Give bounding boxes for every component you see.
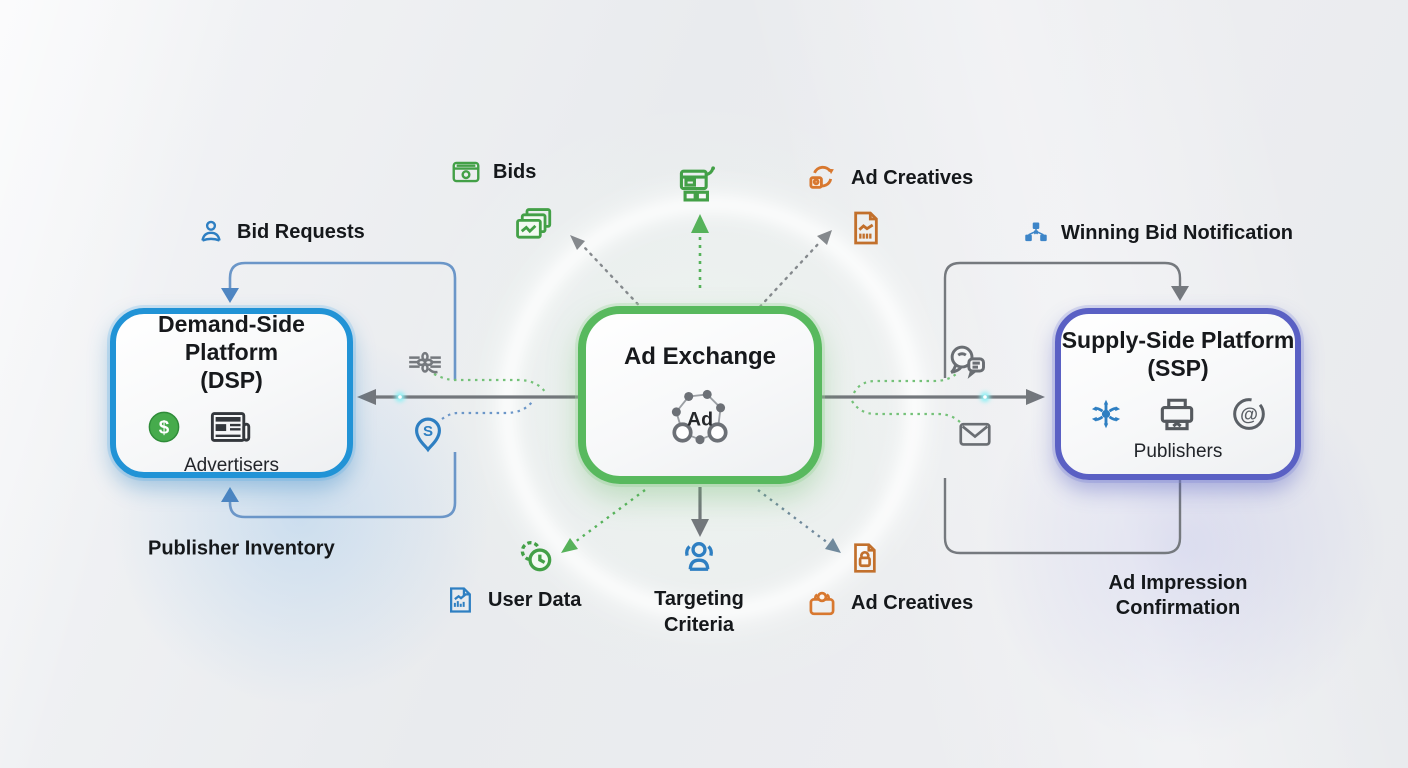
ad-creatives-top-label: Ad Creatives xyxy=(804,160,973,196)
glint-left-core xyxy=(398,395,402,399)
price-pin-icon: S xyxy=(409,415,447,453)
ssp-icon-row: @ xyxy=(1087,392,1269,436)
bid-requests-label: Bid Requests xyxy=(196,217,365,247)
envelope-icon xyxy=(956,415,994,453)
stacked-ads-icon xyxy=(513,205,555,247)
creative-document-icon xyxy=(846,539,884,577)
arrowhead-into-dsp-top xyxy=(221,288,239,303)
document-stats-icon xyxy=(445,584,477,616)
dsp-icon-row: $ xyxy=(147,404,253,450)
at-symbol-icon: @ xyxy=(1229,394,1269,434)
ad-impression-line1: Ad Impression xyxy=(1108,572,1248,594)
winning-bid-label: Winning Bid Notification xyxy=(1022,219,1293,247)
ad-window-icon xyxy=(675,162,719,206)
dsp-entity-label: Advertisers xyxy=(183,454,280,476)
arrowhead-into-dsp-right xyxy=(357,389,376,405)
arrowhead-upleft xyxy=(570,235,585,250)
svg-text:$: $ xyxy=(158,417,169,438)
chat-bubbles-icon xyxy=(945,340,989,384)
exchange-upleft-dotted xyxy=(583,246,650,317)
bid-requests-text: Bid Requests xyxy=(237,220,365,243)
arrowhead-up-green xyxy=(691,214,709,233)
svg-text:@: @ xyxy=(1240,403,1258,424)
arrowhead-into-ssp-left xyxy=(1026,389,1045,405)
ssp-title-line1: Supply-Side Platform xyxy=(1061,326,1295,353)
ssp-entity-label: Publishers xyxy=(1133,440,1223,462)
ssp-title: Supply-Side Platform (SSP) xyxy=(1062,326,1295,382)
ad-creatives-bottom-label: Ad Creatives xyxy=(804,585,973,621)
ad-creatives-bottom-text: Ad Creatives xyxy=(851,591,974,614)
ssp-title-line2: (SSP) xyxy=(1147,354,1209,381)
winning-bid-text: Winning Bid Notification xyxy=(1061,221,1294,244)
data-weave-icon xyxy=(405,344,445,384)
bid-requests-loop xyxy=(228,261,457,519)
targeting-criteria-line2: Criteria xyxy=(663,614,734,636)
ssp-node: Supply-Side Platform (SSP) xyxy=(1055,308,1301,480)
arrowhead-upright xyxy=(817,230,832,245)
arrowhead-into-dsp-bottom xyxy=(221,487,239,502)
exchange-downleft-dashed xyxy=(574,489,646,543)
bids-text: Bids xyxy=(493,160,537,183)
user-data-text: User Data xyxy=(488,588,582,611)
glint-right-core xyxy=(983,395,987,399)
dollar-circle-icon: $ xyxy=(147,410,181,444)
exchange-downright-dashed xyxy=(757,489,829,544)
bids-label: Bids xyxy=(450,156,536,188)
arrowhead-into-ssp-top xyxy=(1171,286,1189,301)
publisher-inventory-label: Publisher Inventory xyxy=(148,538,335,561)
arrowhead-down xyxy=(691,519,709,537)
gear-clock-icon xyxy=(515,535,557,577)
wallet-icon xyxy=(450,156,482,188)
printer-icon xyxy=(1155,392,1199,436)
dsp-title: Demand-Side Platform (DSP) xyxy=(116,310,347,394)
exchange-title: Ad Exchange xyxy=(623,343,777,370)
dsp-title-line2: (DSP) xyxy=(200,366,263,393)
distribution-icon xyxy=(1087,395,1125,433)
publisher-inventory-text: Publisher Inventory xyxy=(148,537,335,560)
user-data-label: User Data xyxy=(445,584,581,616)
dsp-title-line1: Demand-Side Platform xyxy=(158,310,305,365)
ad-creatives-top-text: Ad Creatives xyxy=(851,166,974,189)
dotted-merge-decor xyxy=(433,373,962,424)
chart-document-icon xyxy=(846,208,886,248)
ad-impression-confirmation-label: Ad Impression Confirmation xyxy=(1093,571,1263,621)
ad-network-hub-icon: Ad xyxy=(664,383,736,447)
newspaper-icon xyxy=(207,404,253,450)
arrowhead-downright xyxy=(825,538,841,553)
arrowhead-downleft-green xyxy=(561,538,578,553)
ad-impression-line2: Confirmation xyxy=(1115,597,1241,619)
dsp-node: Demand-Side Platform (DSP) $ Advertisers xyxy=(110,308,353,478)
person-icon xyxy=(196,217,226,247)
svg-text:S: S xyxy=(423,423,433,440)
svg-text:Ad: Ad xyxy=(687,408,713,430)
targeting-criteria-line1: Targeting xyxy=(654,588,744,610)
exchange-upright-dotted xyxy=(753,240,822,314)
network-blocks-icon xyxy=(1022,219,1050,247)
exchange-glow-ring xyxy=(502,199,920,617)
targeting-criteria-label: Targeting Criteria xyxy=(634,536,764,638)
ad-exchange-node: Ad Exchange Ad xyxy=(578,306,822,484)
winning-bid-loop xyxy=(943,261,1182,555)
shopping-bag-icon xyxy=(804,585,840,621)
refresh-creative-icon xyxy=(804,160,840,196)
audience-icon xyxy=(678,536,720,578)
